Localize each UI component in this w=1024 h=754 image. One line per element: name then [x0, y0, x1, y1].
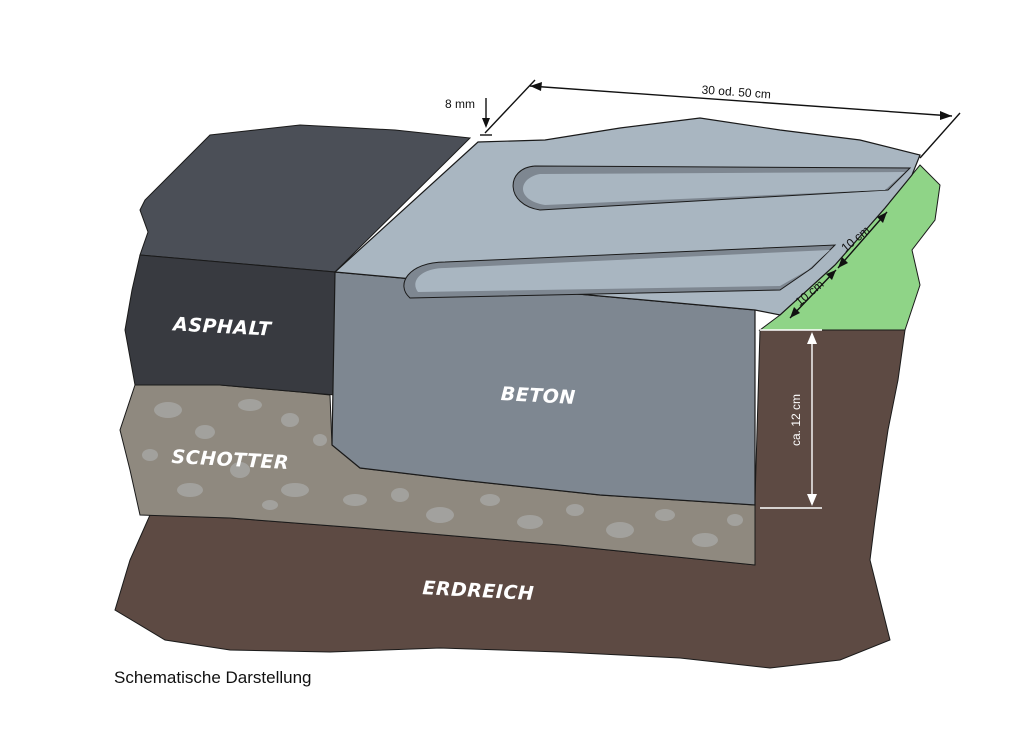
depth-dimension	[760, 329, 822, 509]
groove-lower-floor	[415, 250, 830, 292]
groove-upper-floor	[522, 172, 905, 205]
width-label: 30 od. 50 cm	[701, 83, 771, 102]
beton-front	[331, 271, 756, 506]
groove-1-dimension	[789, 269, 837, 319]
asphalt-top	[139, 124, 472, 273]
beton-label: BETON	[500, 383, 576, 409]
depth-label: ca. 12 cm	[789, 394, 803, 446]
gap-dimension	[480, 98, 492, 136]
gap-label: 8 mm	[445, 97, 475, 111]
asphalt-label: ASPHALT	[171, 313, 274, 340]
groove-2-dimension	[837, 211, 888, 269]
width-dimension	[484, 79, 961, 159]
diagram-caption: Schematische Darstellung	[114, 668, 311, 687]
gravel-stones	[142, 399, 743, 547]
